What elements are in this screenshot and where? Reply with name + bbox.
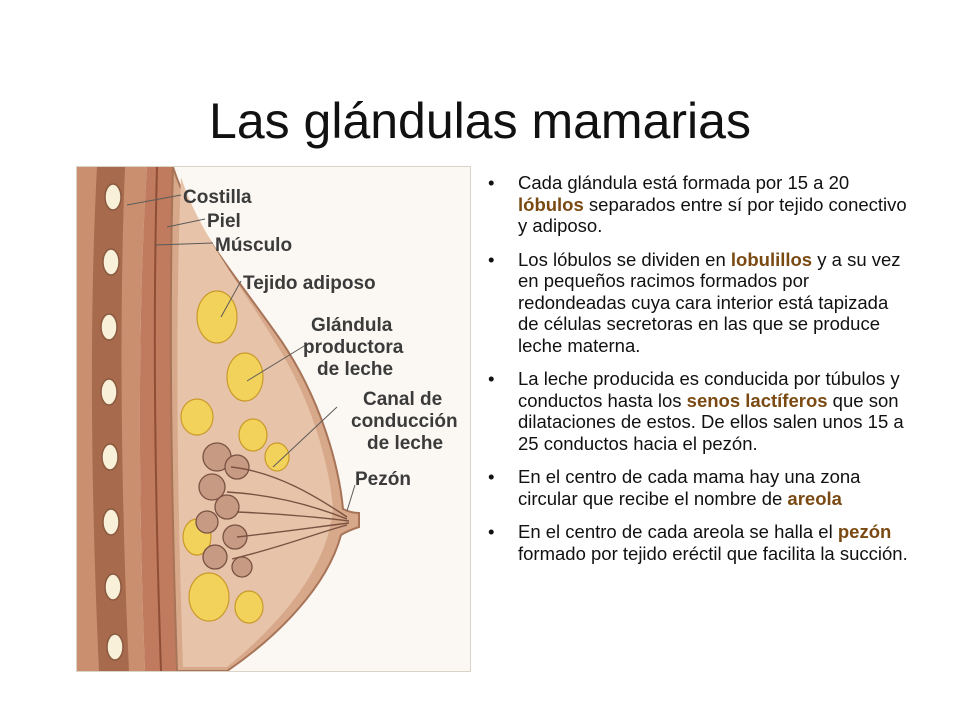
adipose-tissue [180,290,290,624]
label-pezon: Pezón [355,469,411,490]
label-canal-3: de leche [367,433,443,454]
label-costilla: Costilla [183,187,252,208]
keyword-lobulillos: lobulillos [730,248,813,270]
keyword-lobulos: lóbulos [518,193,584,215]
rib-sections [100,183,124,661]
bullet-glyph: • [488,248,495,270]
label-canal-1: Canal de [363,389,442,410]
label-piel: Piel [207,211,241,232]
breast-anatomy-diagram: Costilla Piel Músculo Tejido adiposo Glá… [76,166,471,672]
label-glandula-1: Glándula [311,315,393,336]
bullet-item: • En el centro de cada mama hay una zona… [488,466,861,509]
label-musculo: Músculo [215,235,292,256]
label-glandula-3: de leche [317,359,393,380]
label-tejido-adiposo: Tejido adiposo [243,273,376,294]
label-glandula-2: productora [303,337,404,358]
label-canal-2: conducción [351,411,458,432]
keyword-areola: areola [787,487,842,509]
gland-lobes [195,442,253,578]
bullet-item: • Los lóbulos se dividen en lobulillos y… [488,248,901,356]
bullet-glyph: • [488,172,495,193]
bullet-list: • Cada glándula está formada por 15 a 20… [488,172,908,576]
milk-ducts [226,466,350,560]
bullet-glyph: • [488,368,495,389]
bullet-item: • En el centro de cada areola se halla e… [488,521,908,564]
bullet-item: • La leche producida es conducida por tú… [488,368,904,454]
keyword-pezon: pezón [837,521,892,542]
bullet-item: • Cada glándula está formada por 15 a 20… [488,172,907,236]
keyword-senos-lactiferos: senos lactíferos [686,389,828,411]
bullet-glyph: • [488,466,495,487]
muscle-layer [139,167,177,671]
slide-title: Las glándulas mamarias [209,92,751,149]
bullet-glyph: • [488,521,495,542]
